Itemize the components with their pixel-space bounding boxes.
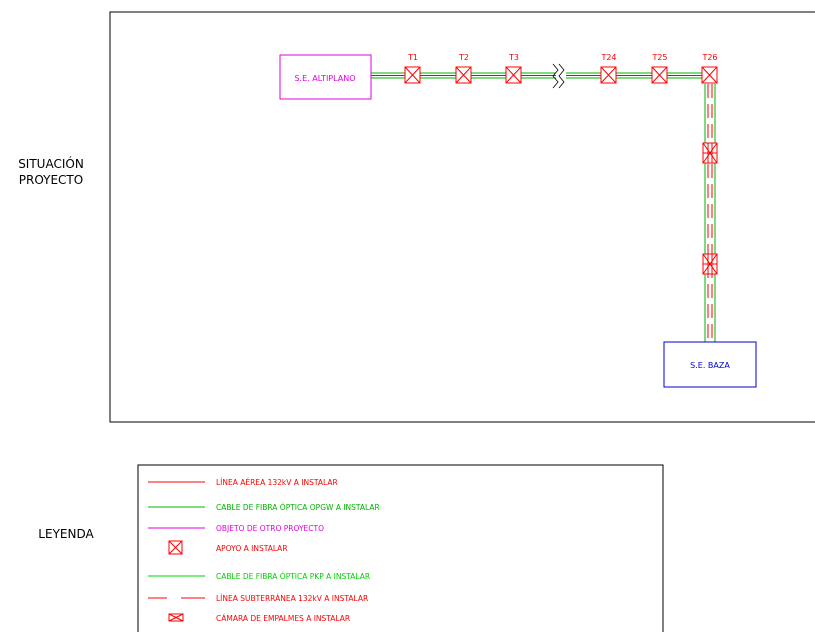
- baza-label: S.E. BAZA: [690, 361, 730, 370]
- legend-symbol-camara: [168, 613, 184, 622]
- splice-chamber-1: [702, 142, 718, 164]
- tower-t1: [404, 66, 421, 84]
- tower-label-t1: T1: [407, 53, 418, 62]
- horizontal-line-east: [566, 72, 713, 79]
- legend-text-subterranea: LÍNEA SUBTERRÁNEA 132kV A INSTALAR: [216, 594, 368, 603]
- tower-label-t26: T26: [701, 53, 717, 62]
- legend-text-camara: CÁMARA DE EMPALMES A INSTALAR: [216, 614, 350, 623]
- legend-frame: [137, 464, 664, 632]
- legend-text-otro: OBJETO DE OTRO PROYECTO: [216, 524, 324, 533]
- tower-label-t3: T3: [508, 53, 519, 62]
- altiplano-label: S.E. ALTIPLANO: [294, 74, 355, 83]
- tower-t26: [701, 66, 718, 84]
- legend-symbol-apoyo: [168, 540, 183, 555]
- situacion-label: SITUACIÓN PROYECTO: [6, 156, 96, 188]
- tower-label-t25: T25: [651, 53, 667, 62]
- situacion-label-line1: SITUACIÓN: [18, 157, 84, 171]
- baza-box: [663, 341, 757, 388]
- legend-text-aerea: LÍNEA AÉREA 132kV A INSTALAR: [216, 478, 338, 487]
- altiplano-box: [279, 54, 372, 100]
- splice-chamber-2: [702, 253, 718, 275]
- tower-t2: [455, 66, 472, 84]
- tower-t25: [651, 66, 668, 84]
- legend-text-apoyo: APOYO A INSTALAR: [216, 544, 288, 553]
- tower-t24: [600, 66, 617, 84]
- line-break-mark: [552, 63, 565, 89]
- tower-label-t2: T2: [458, 53, 469, 62]
- situacion-label-line2: PROYECTO: [18, 173, 84, 187]
- situacion-frame: [109, 11, 815, 423]
- leyenda-label: LEYENDA: [38, 527, 94, 541]
- legend-text-pkp: CABLE DE FIBRA ÓPTICA PKP A INSTALAR: [216, 572, 370, 581]
- vertical-line: [704, 84, 716, 342]
- tower-t3: [505, 66, 522, 84]
- legend-text-opgw: CABLE DE FIBRA ÓPTICA OPGW A INSTALAR: [216, 503, 380, 512]
- tower-label-t24: T24: [600, 53, 616, 62]
